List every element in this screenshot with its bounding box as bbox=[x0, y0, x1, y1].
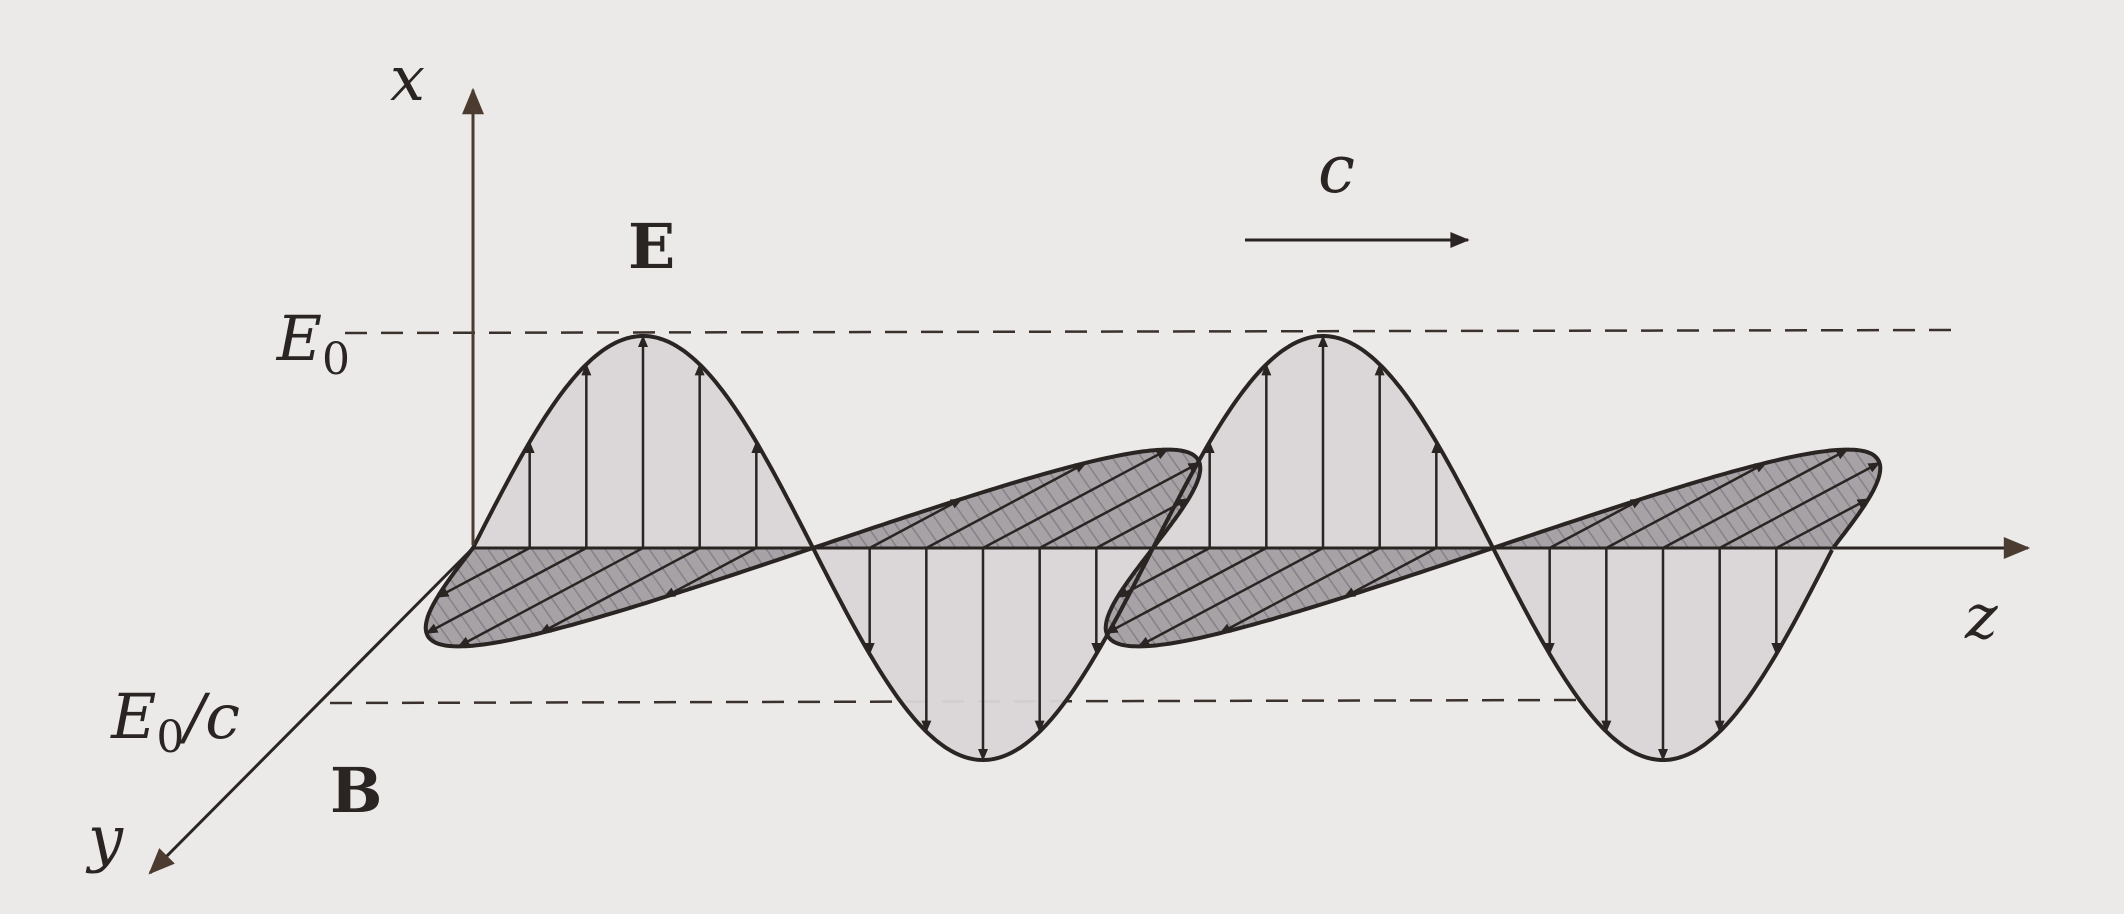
b-field-vector bbox=[539, 546, 701, 635]
speed-label: c bbox=[1318, 131, 1355, 208]
b-amplitude-label: E0/c bbox=[110, 680, 240, 763]
b-field-vector bbox=[1549, 497, 1643, 550]
b-field-vector bbox=[1343, 546, 1437, 599]
b-lobe-hatch-2 bbox=[813, 449, 1201, 548]
e-amplitude-guide bbox=[344, 328, 1961, 335]
b-field-vector bbox=[1775, 497, 1870, 550]
b-field-vector bbox=[1605, 461, 1767, 550]
b-field-vector bbox=[982, 448, 1169, 550]
z-axis-label: z bbox=[1964, 580, 1998, 653]
b-field-vector bbox=[1039, 461, 1201, 550]
b-field-label: B bbox=[330, 754, 382, 827]
b-field-vector bbox=[1719, 461, 1881, 550]
e-field-label: E bbox=[628, 210, 675, 283]
y-axis bbox=[148, 546, 475, 875]
b-field-vector bbox=[436, 546, 531, 599]
b-field-vector bbox=[663, 546, 757, 599]
b-field-vector bbox=[457, 546, 644, 648]
b-field-vector bbox=[1105, 546, 1267, 635]
e-amplitude-label: E0 bbox=[276, 302, 350, 385]
b-field-vector bbox=[925, 461, 1087, 550]
b-field-vector bbox=[869, 497, 963, 550]
b-field-vector bbox=[1662, 448, 1849, 550]
b-lobe-hatch-4 bbox=[1493, 449, 1881, 548]
x-axis-label: x bbox=[390, 42, 425, 115]
b-lobe-hatch-1 bbox=[425, 548, 813, 647]
b-field-vector bbox=[1137, 546, 1324, 648]
b-field-vector bbox=[425, 546, 587, 635]
y-axis-label: y bbox=[85, 802, 124, 875]
b-field-vector bbox=[1219, 546, 1381, 635]
b-lobe-hatch-3 bbox=[1105, 548, 1493, 647]
